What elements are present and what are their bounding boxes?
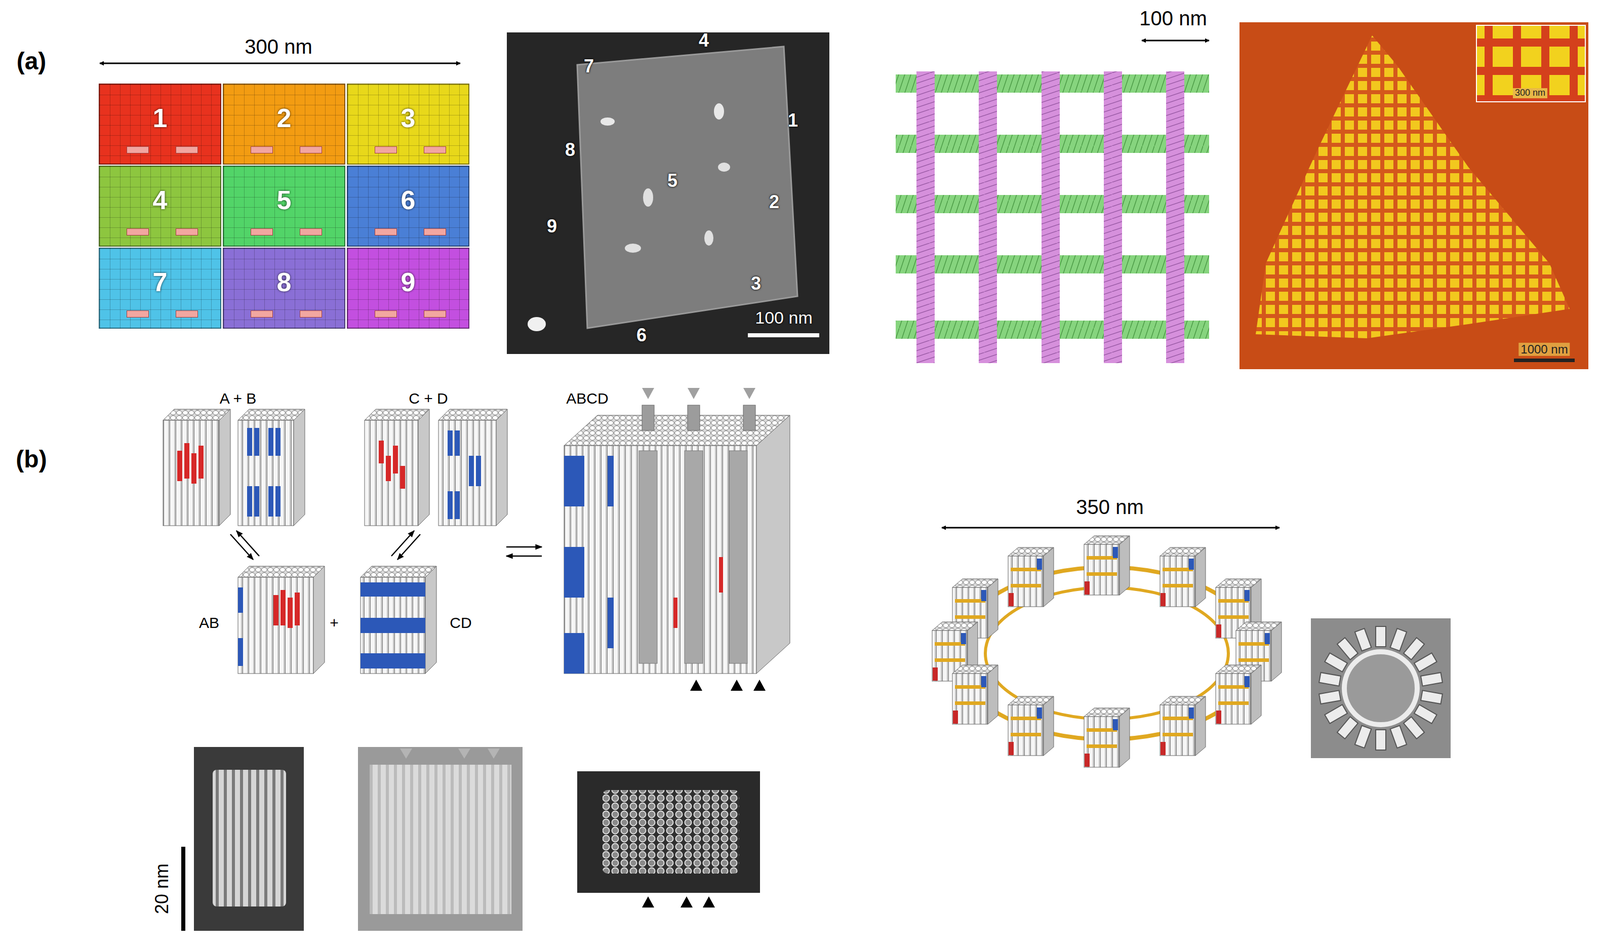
callout-number: 9 [546,216,557,237]
component-label: C + D [408,389,449,407]
tile-number: 2 [276,102,292,134]
staple-marker [250,310,273,318]
component-label: AB [198,614,220,631]
staple-marker [374,146,397,154]
tile-number: 6 [401,184,416,216]
staple-marker [374,310,397,318]
dimension-arrow [1141,40,1210,42]
origami-tile: 1 [98,83,222,165]
dimension-label: 300 nm [244,35,312,58]
callout-number: 5 [667,170,678,191]
origami-tile: 6 [346,165,470,247]
scale-bar-label: 1000 nm [1518,342,1570,356]
staple-marker [374,228,397,236]
staple-marker [423,310,447,318]
tile-number: 9 [401,266,416,298]
em-image [181,746,760,931]
tile-number: 1 [152,102,168,134]
staple-marker [250,228,273,236]
staple-marker [175,228,198,236]
tile-number: 8 [276,266,292,298]
lattice-design [895,71,1210,364]
callout-number: 3 [750,273,762,294]
staple-marker [126,146,149,154]
callout-number: 7 [583,56,594,77]
origami-bundle [163,387,790,691]
callout-number: 2 [769,191,780,213]
origami-tile: 2 [222,83,346,165]
origami-tile: 7 [98,247,222,329]
staple-marker [175,310,198,318]
panel-label: (a) [16,48,47,75]
callout-number: 4 [698,30,709,51]
tile-number: 5 [276,184,292,216]
scale-bar-label: 100 nm [754,308,813,328]
staple-marker [175,146,198,154]
origami-tile: 9 [346,247,470,329]
staple-marker [126,228,149,236]
dimension-arrow [941,527,1280,529]
dimension-arrow [99,62,461,65]
scale-bar-label: 20 nm [151,863,173,914]
staple-marker [250,146,273,154]
origami-tile: 4 [98,165,222,247]
staple-marker [423,228,447,236]
tile-number: 4 [152,184,168,216]
panel-label: (b) [15,446,47,473]
afm-image [506,32,830,354]
ring-assembly [932,535,1282,768]
plus-sign: + [329,614,339,631]
callout-number: 1 [787,110,798,131]
dimension-label: 100 nm [1139,7,1207,30]
origami-tile: 5 [222,165,346,247]
tile-number: 3 [401,102,416,134]
tile-number: 7 [152,266,168,298]
staple-marker [423,146,447,154]
staple-marker [299,310,323,318]
scale-bar-label: 300 nm [1512,88,1548,99]
afm-lattice-image [1239,22,1589,370]
dimension-label: 350 nm [1075,495,1144,518]
staple-marker [299,228,323,236]
staple-marker [126,310,149,318]
callout-number: 6 [636,325,647,346]
component-label: A + B [219,389,257,407]
ring-em-image [1310,618,1451,758]
component-label: ABCD [566,389,609,407]
equilibrium-arrow [230,530,542,560]
staple-marker [299,146,323,154]
component-label: CD [449,614,472,631]
origami-tile: 8 [222,247,346,329]
origami-tile: 3 [346,83,470,165]
callout-number: 8 [565,139,576,160]
